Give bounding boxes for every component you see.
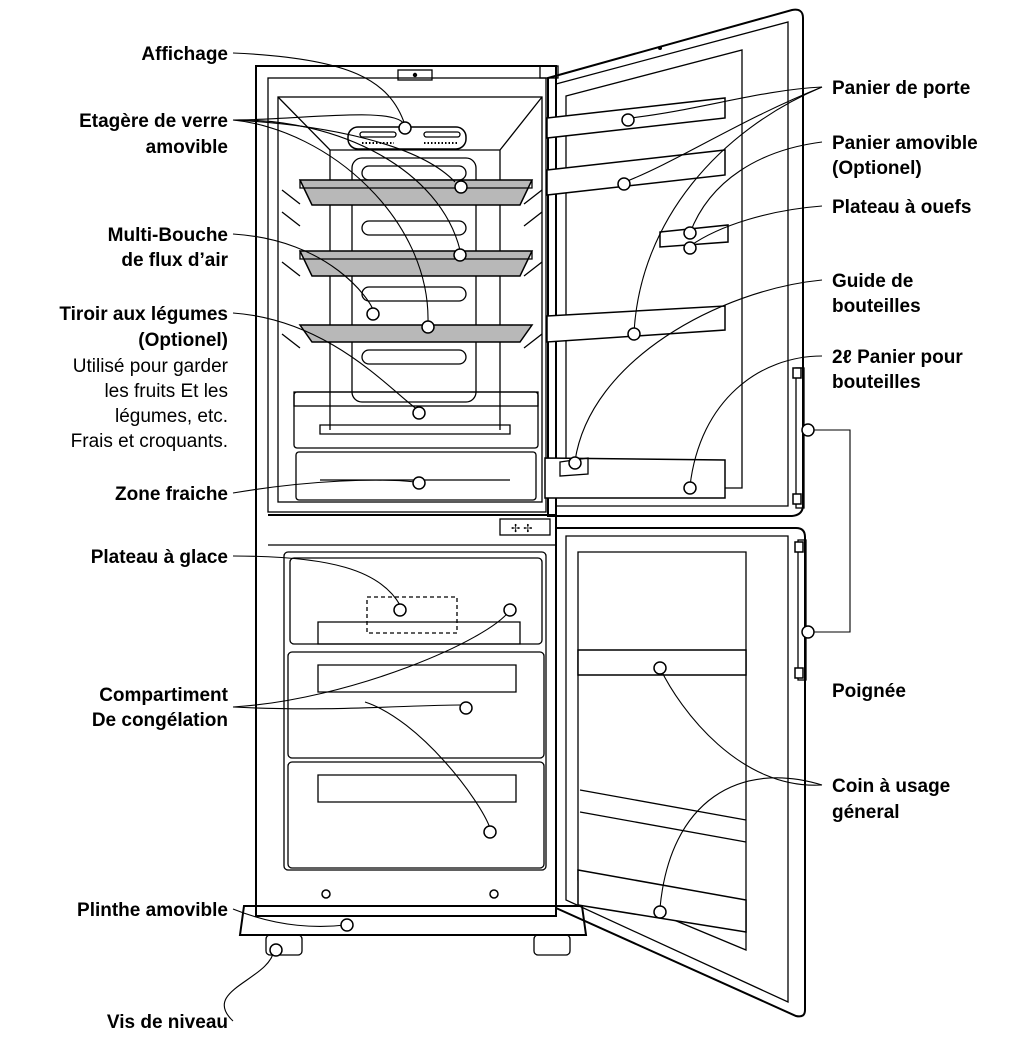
label-guide-line2: bouteilles [832, 296, 921, 317]
label-panier-bouteilles-line1: 2ℓ Panier pour [832, 347, 963, 368]
label-tiroir-desc4: Frais et croquants. [71, 431, 228, 452]
callout-points [269, 113, 815, 957]
label-zone-fraiche: Zone fraiche [115, 484, 228, 505]
label-coin-line2: géneral [832, 802, 900, 823]
label-tiroir-desc2: les fruits Et les [104, 381, 228, 402]
label-tiroir-line1: Tiroir aux légumes [59, 304, 228, 325]
label-plateau-oeufs: Plateau à ouefs [832, 197, 971, 218]
label-multi-line1: Multi-Bouche [108, 225, 228, 246]
label-affichage: Affichage [141, 44, 228, 65]
label-plateau-glace: Plateau à glace [91, 547, 228, 568]
label-plinthe: Plinthe amovible [77, 900, 228, 921]
label-panier-bouteilles-line2: bouteilles [832, 372, 921, 393]
label-poignee: Poignée [832, 681, 906, 702]
cabinet: ✢ ✢ [238, 65, 588, 956]
label-panier-porte: Panier de porte [832, 78, 970, 99]
label-vis-niveau: Vis de niveau [107, 1012, 228, 1033]
label-panier-amovible-line1: Panier amovible [832, 133, 978, 154]
label-coin-line1: Coin à usage [832, 776, 950, 797]
label-etagere-line2: amovible [146, 137, 228, 158]
label-tiroir-line2: (Optionel) [138, 330, 228, 351]
svg-text:✢ ✢: ✢ ✢ [511, 523, 533, 535]
label-panier-amovible-line2: (Optionel) [832, 158, 922, 179]
label-guide-line1: Guide de [832, 271, 913, 292]
label-compartiment-line1: Compartiment [99, 685, 228, 706]
label-compartiment-line2: De congélation [92, 710, 228, 731]
label-tiroir-desc3: légumes, etc. [115, 406, 228, 427]
lower-door [555, 527, 807, 1018]
label-multi-line2: de flux d’air [121, 250, 228, 271]
label-tiroir-desc1: Utilisé pour garder [73, 356, 229, 377]
leader-lines [223, 52, 851, 1022]
label-etagere-line1: Etagère de verre [79, 111, 228, 132]
upper-door [544, 8, 805, 517]
